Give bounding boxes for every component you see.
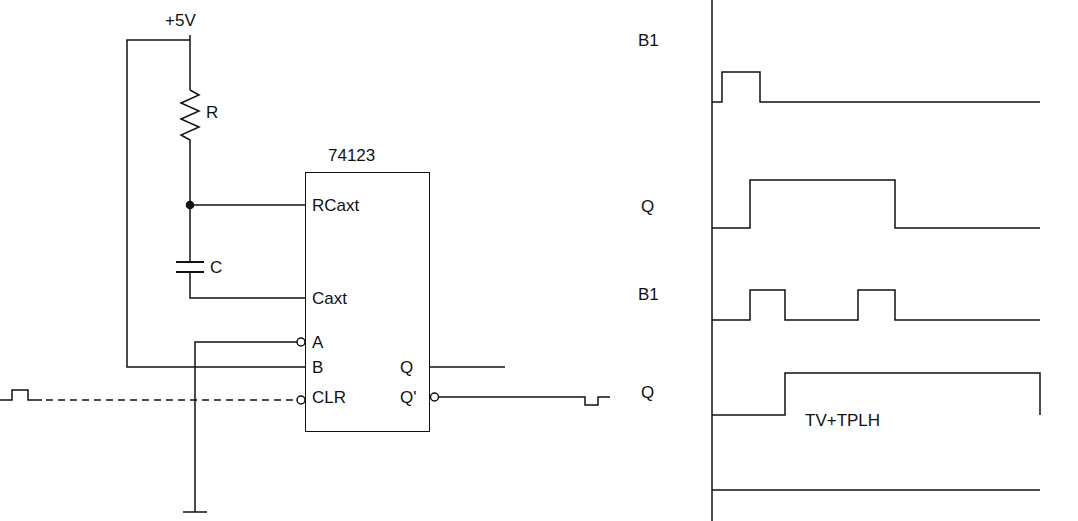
supply-wire: [127, 35, 305, 367]
pin-name: B: [312, 359, 323, 376]
resistor-symbol: [181, 90, 199, 205]
pin-name: CLR: [312, 389, 346, 406]
capacitor-label: C: [210, 259, 222, 276]
pin-name: Q': [400, 389, 416, 406]
pin-name: Caxt: [312, 290, 347, 307]
pin-name: RCaxt: [312, 197, 359, 214]
clr-input: [0, 390, 305, 404]
signal-name: Q: [641, 384, 654, 401]
chip-name: 74123: [328, 147, 375, 164]
a-input-wire: [183, 338, 305, 512]
rc-wire: [190, 204, 305, 206]
timing-diagram: [712, 0, 1040, 521]
pin-name: Q: [400, 359, 413, 376]
resistor-label: R: [206, 104, 218, 121]
timing-note: TV+TPLH: [805, 412, 880, 429]
signal-name: B1: [638, 286, 659, 303]
outputs: [430, 367, 610, 405]
capacitor-symbol: [176, 205, 305, 298]
signal-name: Q: [641, 198, 654, 215]
supply-label: +5V: [165, 12, 196, 29]
pin-name: A: [312, 334, 323, 351]
signal-name: B1: [638, 32, 659, 49]
